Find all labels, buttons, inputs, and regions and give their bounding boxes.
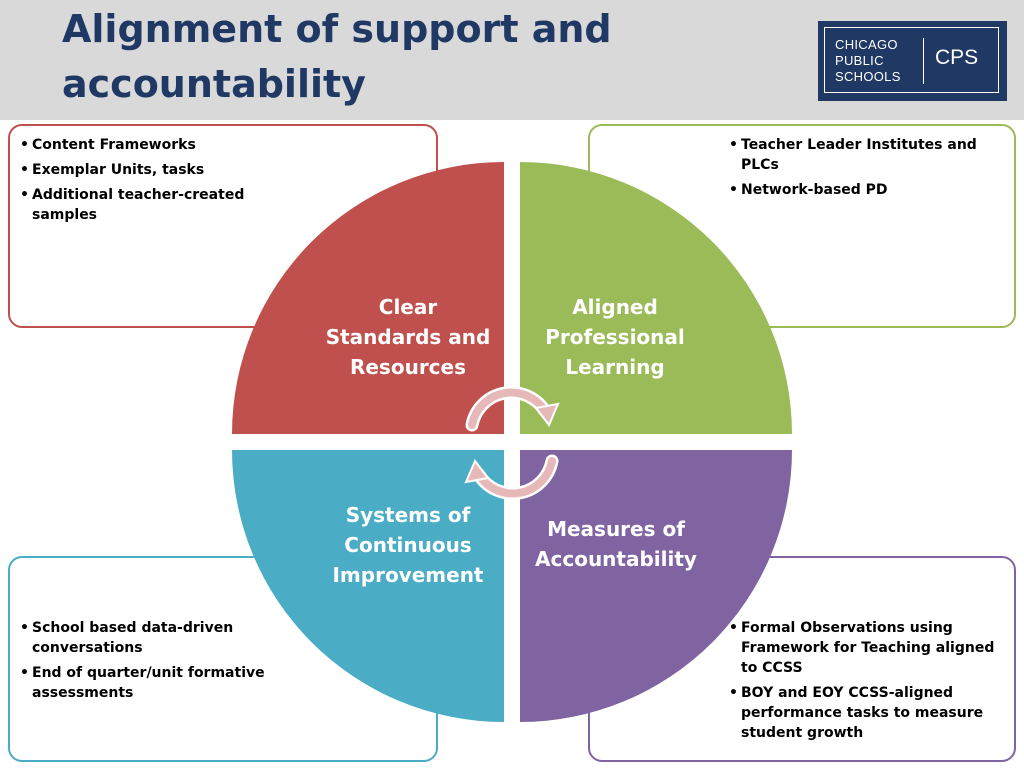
slide-title: Alignment of support and accountability — [62, 7, 612, 106]
bullet-item: Formal Observations using Framework for … — [729, 618, 1009, 678]
bullet-item: Exemplar Units, tasks — [20, 160, 280, 180]
quadrant-label-continuous-improvement: Systems of Continuous Improvement — [332, 503, 484, 587]
bullet-item: Teacher Leader Institutes and PLCs — [729, 135, 1001, 175]
quadrant-professional-learning — [520, 162, 792, 434]
logo-line-2: PUBLIC — [835, 53, 884, 68]
bullet-item: Network-based PD — [729, 180, 1001, 200]
bullet-item: Additional teacher-created samples — [20, 185, 280, 225]
quadrant-accountability — [520, 450, 792, 722]
quadrant-label-professional-learning: Aligned Professional Learning — [545, 295, 685, 379]
quadrant-label-accountability: Measures of Accountability — [535, 517, 697, 571]
bottom-arrowhead — [464, 459, 490, 484]
quadrant-continuous-improvement — [232, 450, 504, 722]
accountability-bullet-list: Formal Observations using Framework for … — [729, 618, 1009, 748]
standards-bullet-list: Content Frameworks Exemplar Units, tasks… — [20, 135, 280, 230]
quadrant-standards — [232, 162, 504, 434]
logo-line-3: SCHOOLS — [835, 69, 901, 84]
bullet-item: School based data-driven conversations — [20, 618, 290, 658]
continuous-improvement-bullet-list: School based data-driven conversations E… — [20, 618, 290, 708]
top-arrowhead — [534, 402, 560, 427]
logo-frame: CHICAGO PUBLIC SCHOOLS CPS — [824, 27, 999, 93]
bullet-item: BOY and EOY CCSS-aligned performance tas… — [729, 683, 1009, 743]
logo-wordmark: CHICAGO PUBLIC SCHOOLS — [835, 37, 901, 85]
bullet-item: Content Frameworks — [20, 135, 280, 155]
logo-divider — [923, 38, 924, 84]
logo-line-1: CHICAGO — [835, 37, 898, 52]
professional-learning-bullet-list: Teacher Leader Institutes and PLCs Netwo… — [729, 135, 1001, 205]
bullet-item: End of quarter/unit formative assessment… — [20, 663, 290, 703]
quadrant-label-standards: Clear Standards and Resources — [325, 295, 491, 379]
cycle-arrows — [464, 386, 560, 500]
logo-abbr: CPS — [935, 46, 979, 69]
cps-logo: CHICAGO PUBLIC SCHOOLS CPS — [818, 21, 1007, 101]
